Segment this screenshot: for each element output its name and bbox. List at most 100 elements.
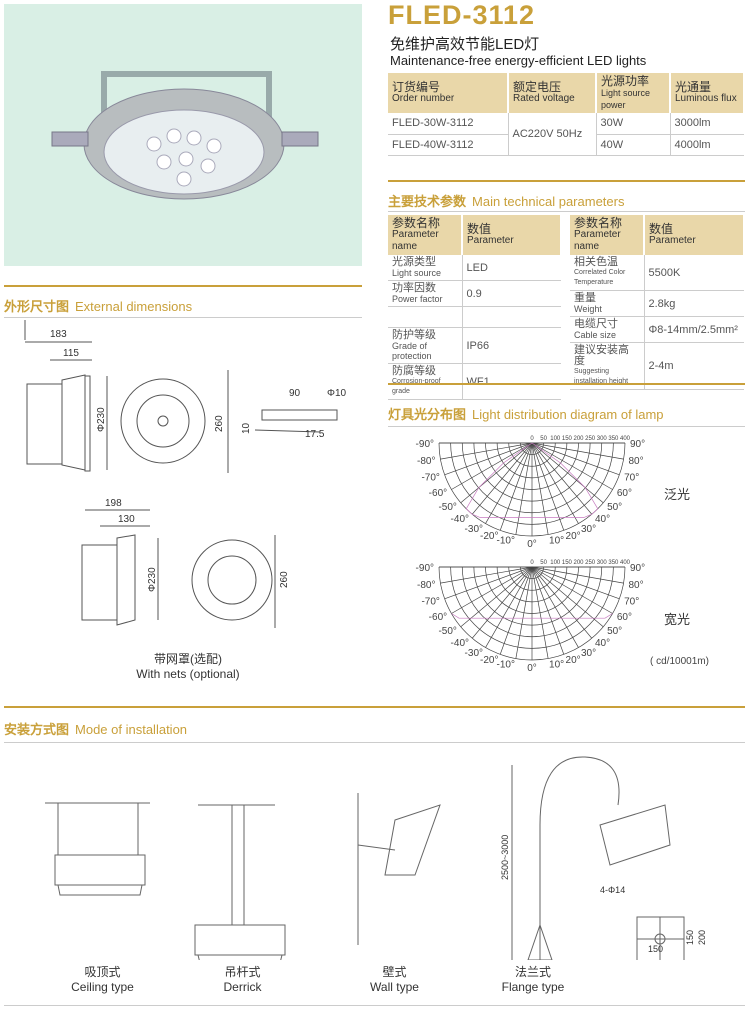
polar-spoke xyxy=(531,566,604,628)
dim-phi230: Φ230 xyxy=(96,407,107,432)
polar-spoke xyxy=(531,442,613,490)
angle-label: 0° xyxy=(527,539,537,550)
diagram-label-wide: 宽光 xyxy=(664,612,691,627)
polar-spoke xyxy=(531,442,549,535)
product-title: FLED-3112 xyxy=(388,0,536,30)
wall-mount xyxy=(357,793,441,945)
dim-150-v: 150 xyxy=(685,930,695,945)
scale-label: 150 xyxy=(562,436,573,442)
product-photo xyxy=(4,4,362,266)
angle-label: -60° xyxy=(429,488,447,499)
angle-label: 40° xyxy=(595,514,610,525)
polar-diagram xyxy=(438,442,626,537)
unit-label: ( cd/10001m) xyxy=(650,656,709,667)
dim-holes: 4-Φ14 xyxy=(600,885,625,895)
divider xyxy=(388,180,745,182)
installation-drawings: 2500~3000 4-Φ14 150 200 150 200 xyxy=(45,756,707,960)
dim-10: 10 xyxy=(241,422,252,434)
front-view-nets xyxy=(191,535,276,628)
scale-label: 250 xyxy=(585,436,596,442)
divider xyxy=(4,742,745,743)
param-name xyxy=(388,306,463,328)
polar-spoke xyxy=(460,566,533,628)
polar-spoke xyxy=(485,442,533,524)
angle-label: 70° xyxy=(624,597,639,608)
polar-spoke xyxy=(531,442,620,476)
scale-label: 50 xyxy=(540,436,547,442)
voltage-cell: AC220V 50Hz xyxy=(508,113,597,156)
subtitle-en: Maintenance-free energy-efficient LED li… xyxy=(390,53,647,68)
angle-label: -70° xyxy=(421,597,439,608)
param-value: WF1 xyxy=(462,363,561,400)
angle-label: 10° xyxy=(549,536,564,547)
ceiling-mount xyxy=(45,802,150,896)
dimension-drawings: 183 115 Φ230 260 90 Φ10 10 17.5 198 130 … xyxy=(24,320,347,628)
param-value: Φ8-14mm/2.5mm² xyxy=(644,316,744,343)
dim-200-v: 200 xyxy=(697,930,707,945)
divider xyxy=(4,285,362,287)
scale-label: 350 xyxy=(608,436,619,442)
dim-260: 260 xyxy=(214,415,225,432)
angle-label: -20° xyxy=(480,531,498,542)
polar-spoke xyxy=(531,566,613,614)
polar-spoke xyxy=(531,566,593,639)
param-value xyxy=(462,306,561,328)
dim-183: 183 xyxy=(50,329,67,340)
polar-spoke xyxy=(444,566,533,600)
dim-115: 115 xyxy=(63,348,79,359)
param-value: IP66 xyxy=(462,327,561,364)
angle-label: -50° xyxy=(438,502,456,513)
angle-label: 90° xyxy=(630,439,645,450)
angle-label: -20° xyxy=(480,655,498,666)
divider xyxy=(388,383,745,385)
polar-spoke xyxy=(460,442,533,504)
polar-spoke xyxy=(451,442,533,490)
angle-label: 70° xyxy=(624,473,639,484)
divider xyxy=(4,706,745,708)
scale-label: 200 xyxy=(573,436,584,442)
polar-spoke xyxy=(440,442,533,460)
polar-spoke xyxy=(531,566,579,648)
angle-label: 20° xyxy=(566,531,581,542)
dim-150-h: 150 xyxy=(648,944,663,954)
angle-label: -40° xyxy=(451,514,469,525)
cable-view xyxy=(254,409,338,433)
angle-label: -90° xyxy=(416,563,434,574)
polar-spoke xyxy=(471,566,533,639)
diagram-label-flood: 泛光 xyxy=(664,487,691,502)
polar-spoke xyxy=(531,566,549,659)
flange-mount xyxy=(511,756,685,960)
polar-spoke xyxy=(531,566,565,655)
divider xyxy=(388,426,745,427)
angle-label: -10° xyxy=(497,536,515,547)
polar-spoke xyxy=(440,566,533,584)
intensity-curve xyxy=(451,613,613,619)
scale-label: 0 xyxy=(530,436,534,442)
polar-spoke xyxy=(531,566,620,600)
angle-label: -60° xyxy=(429,612,447,623)
angle-label: 30° xyxy=(581,648,596,659)
divider xyxy=(4,317,362,318)
angle-label: 30° xyxy=(581,524,596,535)
scale-label: 400 xyxy=(620,436,631,442)
scale-label: 300 xyxy=(597,560,608,566)
